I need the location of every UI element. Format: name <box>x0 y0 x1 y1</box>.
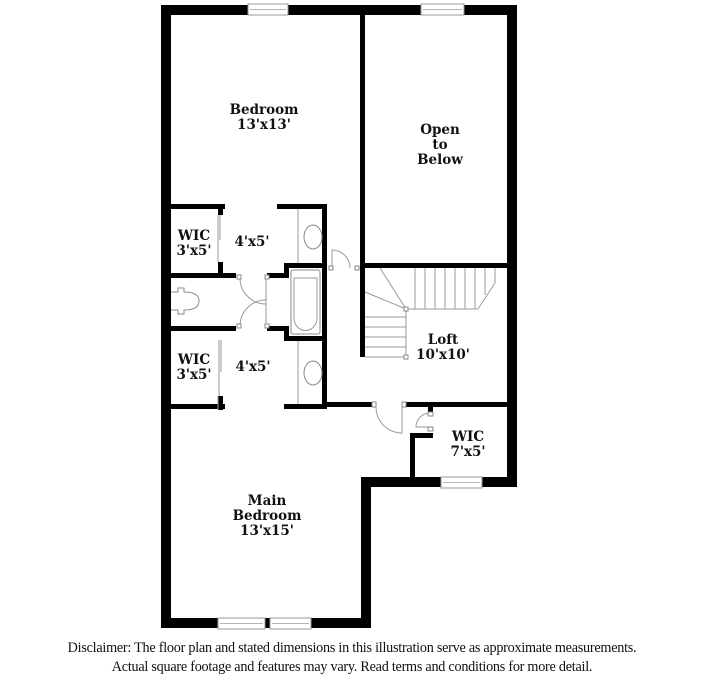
room-label-bath-upper: 4'x5' <box>234 235 269 250</box>
toilet <box>171 287 200 315</box>
room-dimensions: 3'x5' <box>176 243 212 259</box>
room-name: WIC <box>177 352 211 368</box>
window-bedroom-top <box>247 3 289 16</box>
wall-loft-left <box>360 263 365 357</box>
room-name-line: to <box>432 137 448 153</box>
bath-fixtures <box>171 209 323 404</box>
bathtub <box>290 269 321 335</box>
window-wic-main <box>440 476 483 489</box>
room-label-main-bedroom: Main Bedroom 13'x15' <box>233 494 302 539</box>
wall-loft-top <box>360 263 510 268</box>
room-label-bath-lower: 4'x5' <box>235 360 270 375</box>
room-name: Loft <box>427 332 459 348</box>
floor-plan <box>161 3 517 630</box>
room-label-wic-lower: WIC 3'x5' <box>176 353 211 383</box>
sink-upper <box>303 224 323 250</box>
window-main-bedroom-1 <box>217 617 266 630</box>
room-name-line: Main <box>247 493 287 509</box>
room-label-wic-main: WIC 7'x5' <box>450 430 485 460</box>
room-label-wic-upper: WIC 3'x5' <box>176 229 211 259</box>
staircase <box>364 267 496 360</box>
room-dimensions: 13'x15' <box>240 523 294 539</box>
wall-bedroom-open <box>360 12 365 267</box>
room-dimensions: 4'x5' <box>235 359 271 375</box>
window-main-bedroom-2 <box>269 617 312 630</box>
room-name: WIC <box>451 429 485 445</box>
room-name-line: Bedroom <box>232 508 302 524</box>
room-dimensions: 10'x10' <box>416 347 470 363</box>
room-name-line: Below <box>417 152 463 168</box>
disclaimer-line-2: Actual square footage and features may v… <box>111 659 593 675</box>
room-name: WIC <box>177 228 211 244</box>
room-name-line: Open <box>420 122 460 138</box>
window-open-below-top <box>420 3 465 16</box>
sink-lower <box>303 360 323 386</box>
disclaimer-line-1: Disclaimer: The floor plan and stated di… <box>67 640 637 656</box>
room-label-loft: Loft 10'x10' <box>416 333 470 363</box>
doors <box>217 215 434 434</box>
bath-block-walls <box>171 204 327 410</box>
room-label-bedroom: Bedroom 13'x13' <box>230 103 299 133</box>
loft-bottom-walls <box>322 402 510 480</box>
outer-walls <box>161 5 517 628</box>
room-dimensions: 4'x5' <box>234 234 270 250</box>
room-name: Bedroom <box>229 102 299 118</box>
room-label-open-to-below: Open to Below <box>417 123 463 168</box>
room-dimensions: 13'x13' <box>237 117 291 133</box>
room-dimensions: 3'x5' <box>176 367 212 383</box>
room-dimensions: 7'x5' <box>450 444 486 460</box>
